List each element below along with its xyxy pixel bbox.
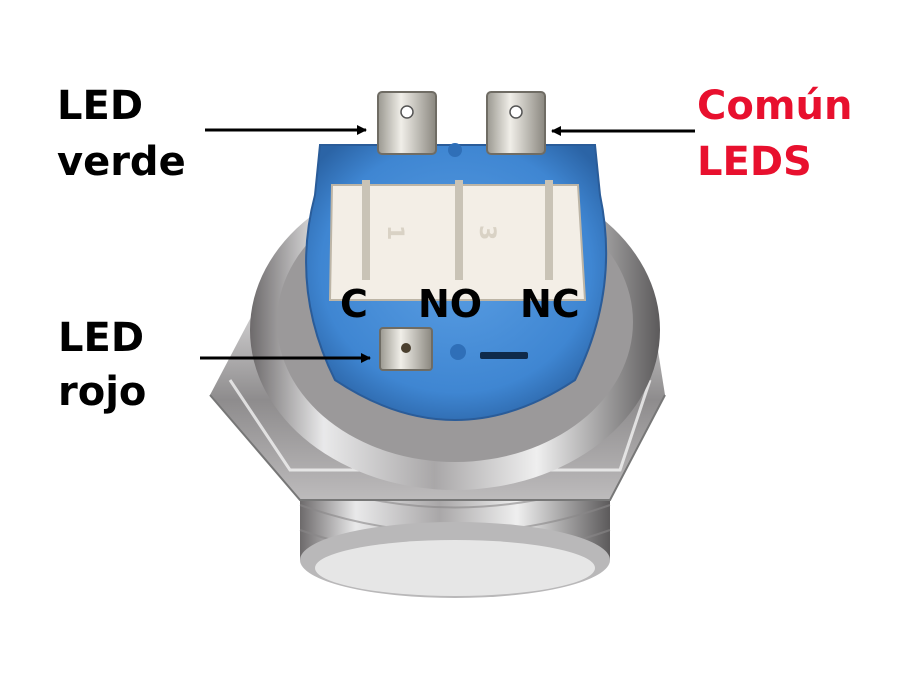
svg-text:1: 1	[382, 225, 407, 240]
label-led-rojo: LED rojo	[58, 318, 146, 412]
svg-text:3: 3	[474, 225, 499, 240]
label-comun-leds-line1: Común	[697, 83, 853, 129]
pin-label-nc: NC	[520, 282, 580, 326]
label-led-rojo-line1: LED	[58, 315, 145, 361]
label-led-verde-line1: LED	[57, 83, 144, 129]
pin-label-no: NO	[418, 282, 483, 326]
terminal-comun-leds	[486, 91, 546, 155]
pin-label-c: C	[340, 282, 368, 326]
label-led-verde-line2: verde	[57, 139, 186, 185]
label-led-verde: LED verde	[57, 86, 186, 182]
terminal-led-rojo	[379, 327, 433, 371]
label-comun-leds: Común LEDS	[697, 86, 852, 182]
white-connector-block: 1 3	[328, 180, 587, 301]
label-led-rojo-line2: rojo	[58, 369, 147, 415]
label-comun-leds-line2: LEDS	[697, 139, 812, 185]
terminal-led-verde	[377, 91, 437, 155]
